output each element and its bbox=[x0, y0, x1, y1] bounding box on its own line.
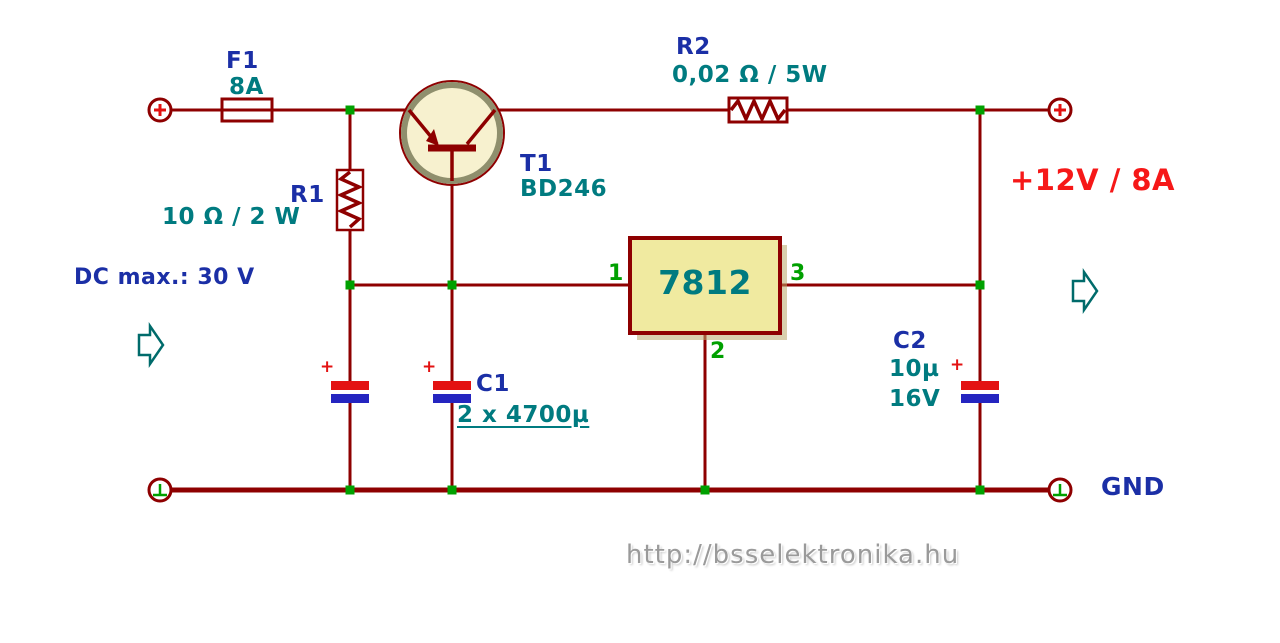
wires bbox=[171, 108, 1049, 493]
r2-value-label: 0,02 Ω / 5W bbox=[672, 62, 828, 88]
terminal-input-positive bbox=[147, 97, 173, 123]
junction-dots bbox=[345, 105, 985, 495]
capacitor-c2-positive-plate bbox=[961, 381, 999, 390]
terminal-ground-right bbox=[1047, 477, 1073, 503]
junction-output-top bbox=[975, 105, 985, 115]
junction-c1b-ground bbox=[447, 485, 457, 495]
output-direction-arrow-icon bbox=[1071, 267, 1099, 315]
c1-ref-label: C1 bbox=[476, 371, 510, 397]
junction-c1a-ground bbox=[345, 485, 355, 495]
terminal-input-plus-icon bbox=[154, 104, 166, 116]
capacitor-c1b-positive-plate bbox=[433, 381, 471, 390]
transistor-symbol bbox=[407, 108, 497, 181]
r1-ref-label: R1 bbox=[290, 182, 325, 208]
capacitor-c1a-negative-plate bbox=[331, 394, 369, 403]
input-note-label: DC max.: 30 V bbox=[74, 265, 255, 290]
regulator-pin-2-label: 2 bbox=[710, 339, 726, 364]
transistor-emitter-arrow bbox=[426, 129, 439, 146]
regulator-part-number: 7812 bbox=[658, 263, 752, 302]
junction-input-r1 bbox=[345, 105, 355, 115]
c2-capacity-label: 10µ bbox=[889, 356, 940, 382]
input-direction-arrow-icon bbox=[137, 321, 165, 369]
t1-ref-label: T1 bbox=[520, 151, 553, 177]
c1b-polarity-mark: + bbox=[422, 357, 437, 377]
c2-voltage-label: 16V bbox=[889, 386, 941, 412]
output-rating-label: +12V / 8A bbox=[1010, 163, 1176, 197]
junction-regulator-ground bbox=[700, 485, 710, 495]
transistor-t1 bbox=[399, 80, 505, 186]
fuse-ref-label: F1 bbox=[226, 48, 259, 74]
junction-base-midrail bbox=[447, 280, 457, 290]
c2-ref-label: C2 bbox=[893, 328, 927, 354]
capacitor-c1a-positive-plate bbox=[331, 381, 369, 390]
terminal-output-plus-icon bbox=[1054, 104, 1066, 116]
terminal-ground-right-icon bbox=[1053, 484, 1067, 497]
r1-value-label: 10 Ω / 2 W bbox=[162, 204, 301, 230]
resistor-r1 bbox=[335, 168, 365, 232]
regulator-body bbox=[628, 236, 782, 335]
c1a-polarity-mark: + bbox=[320, 357, 335, 377]
transistor-outer-ring bbox=[399, 80, 505, 186]
fuse-f1 bbox=[220, 97, 274, 123]
ground-label: GND bbox=[1101, 472, 1165, 501]
junction-output-midrail bbox=[975, 280, 985, 290]
regulator-7812 bbox=[628, 236, 787, 340]
junction-r1-midrail bbox=[345, 280, 355, 290]
capacitor-c1b bbox=[433, 381, 471, 403]
resistor-r2 bbox=[727, 96, 789, 124]
c2-polarity-mark: + bbox=[950, 355, 965, 375]
terminal-ground-left-icon bbox=[153, 484, 167, 497]
capacitor-c2-negative-plate bbox=[961, 394, 999, 403]
regulator-pin-1-label: 1 bbox=[608, 261, 624, 286]
junction-c2-ground bbox=[975, 485, 985, 495]
transistor-collector-lead bbox=[465, 108, 497, 146]
resistor-r2-zigzag bbox=[729, 96, 787, 124]
c1-value-label: 2 x 4700µ bbox=[457, 402, 590, 428]
terminal-output-positive bbox=[1047, 97, 1073, 123]
regulator-pin-3-label: 3 bbox=[790, 261, 806, 286]
fuse-value-label: 8A bbox=[229, 74, 264, 100]
r2-ref-label: R2 bbox=[676, 34, 711, 60]
terminal-ground-left bbox=[147, 477, 173, 503]
capacitor-c2 bbox=[961, 381, 999, 403]
resistor-r1-zigzag bbox=[336, 170, 364, 229]
watermark-url: http://bsselektronika.hu bbox=[626, 540, 960, 570]
capacitor-c1a bbox=[331, 381, 369, 403]
t1-value-label: BD246 bbox=[520, 176, 608, 202]
capacitor-c1b-negative-plate bbox=[433, 394, 471, 403]
